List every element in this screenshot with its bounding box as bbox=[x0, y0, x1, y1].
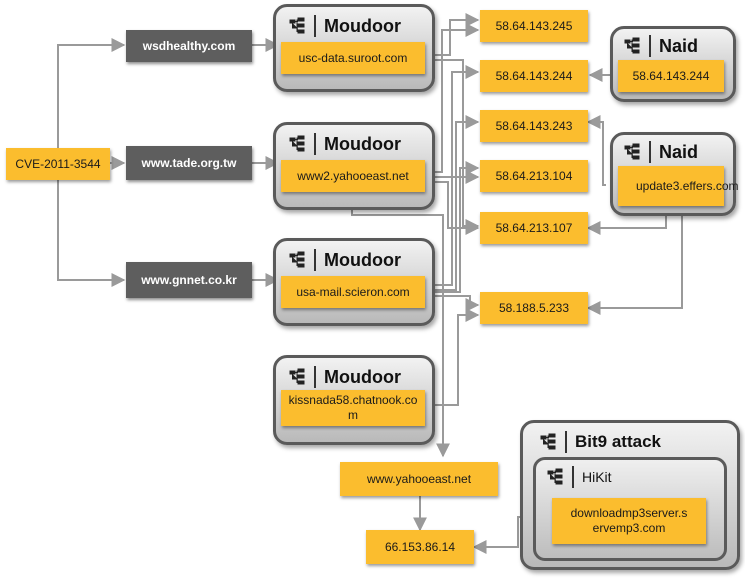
host-node-kissnada58: kissnada58.chatnook.com bbox=[281, 390, 425, 426]
group-title: Naid bbox=[659, 35, 699, 56]
host-node-usa-mail: usa-mail.scieron.com bbox=[281, 276, 425, 308]
final-ip-label: 66.153.86.14 bbox=[384, 539, 456, 554]
domain-label: www.gnnet.co.kr bbox=[141, 272, 237, 287]
cve-label: CVE-2011-3544 bbox=[15, 156, 101, 171]
host-label: usa-mail.scieron.com bbox=[296, 284, 410, 299]
final-ip-node: 66.153.86.14 bbox=[366, 530, 474, 564]
tree-structure-icon bbox=[540, 433, 556, 450]
host-label: update3.effers.com bbox=[636, 178, 739, 193]
ip-label: 58.64.143.243 bbox=[495, 118, 573, 133]
tree-structure-icon bbox=[289, 135, 305, 152]
group-title: Moudoor bbox=[324, 249, 401, 270]
tree-structure-icon bbox=[547, 468, 563, 485]
connector bbox=[425, 295, 480, 312]
ip-node: 58.64.213.104 bbox=[480, 160, 588, 192]
cve-node: CVE-2011-3544 bbox=[6, 148, 110, 180]
tree-structure-icon bbox=[624, 37, 640, 54]
host-label: downloadmp3server.servemp3.com bbox=[570, 506, 688, 535]
connector bbox=[586, 115, 606, 186]
ip-node: 58.64.143.244 bbox=[480, 60, 588, 92]
title-separator bbox=[565, 431, 567, 453]
ip-label: 58.188.5.233 bbox=[498, 300, 570, 315]
connector bbox=[586, 208, 683, 315]
group-title: HiKit bbox=[582, 469, 612, 485]
ip-label: 58.64.213.104 bbox=[495, 168, 573, 183]
connector bbox=[425, 308, 480, 406]
domain-node-gnnet: www.gnnet.co.kr bbox=[126, 262, 252, 298]
yahooeast-node: www.yahooeast.net bbox=[340, 462, 498, 496]
domain-label: www.tade.org.tw bbox=[141, 155, 237, 170]
group-title: Moudoor bbox=[324, 133, 401, 154]
domain-label: wsdhealthy.com bbox=[142, 38, 236, 53]
title-separator bbox=[649, 35, 651, 57]
yahooeast-label: www.yahooeast.net bbox=[366, 471, 472, 486]
ip-label: 58.64.213.107 bbox=[495, 220, 573, 235]
host-label: 58.64.143.244 bbox=[632, 68, 710, 83]
title-separator bbox=[649, 141, 651, 163]
title-separator bbox=[314, 133, 316, 155]
host-label: kissnada58.chatnook.com bbox=[288, 393, 418, 422]
group-title: Naid bbox=[659, 141, 699, 162]
ip-node: 58.64.213.107 bbox=[480, 212, 588, 244]
bit9-attack-group: Bit9 attack HiKit downloadmp3server.serv… bbox=[520, 420, 740, 570]
tree-structure-icon bbox=[624, 143, 640, 160]
connector bbox=[57, 38, 126, 150]
host-node-usc-data: usc-data.suroot.com bbox=[281, 42, 425, 74]
connector bbox=[425, 181, 480, 235]
connector bbox=[425, 13, 480, 56]
host-node-www2-yahooeast: www2.yahooeast.net bbox=[281, 160, 425, 192]
group-title: Bit9 attack bbox=[575, 432, 661, 451]
title-separator bbox=[314, 249, 316, 271]
connector bbox=[425, 65, 480, 286]
ip-label: 58.64.143.245 bbox=[495, 18, 573, 33]
domain-node-wsdhealthy: wsdhealthy.com bbox=[126, 30, 252, 62]
group-title: Moudoor bbox=[324, 366, 401, 387]
connector bbox=[425, 161, 480, 293]
ip-label: 58.64.143.244 bbox=[495, 68, 573, 83]
tree-structure-icon bbox=[289, 17, 305, 34]
naid-host-node: 58.64.143.244 bbox=[618, 60, 724, 92]
ip-node: 58.64.143.243 bbox=[480, 110, 588, 142]
tree-structure-icon bbox=[289, 368, 305, 385]
tree-structure-icon bbox=[289, 251, 305, 268]
title-separator bbox=[314, 15, 316, 37]
connector bbox=[425, 115, 480, 291]
group-title: Moudoor bbox=[324, 15, 401, 36]
bit9-host-node: downloadmp3server.servemp3.com bbox=[552, 498, 706, 544]
domain-node-tade: www.tade.org.tw bbox=[126, 146, 252, 180]
host-label: www2.yahooeast.net bbox=[297, 168, 409, 183]
naid-host-node: update3.effers.com bbox=[618, 166, 739, 206]
title-separator bbox=[572, 466, 574, 488]
host-label: usc-data.suroot.com bbox=[298, 50, 408, 65]
ip-node: 58.188.5.233 bbox=[480, 292, 588, 324]
hikit-group: HiKit downloadmp3server.servemp3.com bbox=[533, 457, 727, 561]
ip-node: 58.64.143.245 bbox=[480, 10, 588, 42]
title-separator bbox=[314, 366, 316, 388]
connector bbox=[57, 178, 126, 287]
